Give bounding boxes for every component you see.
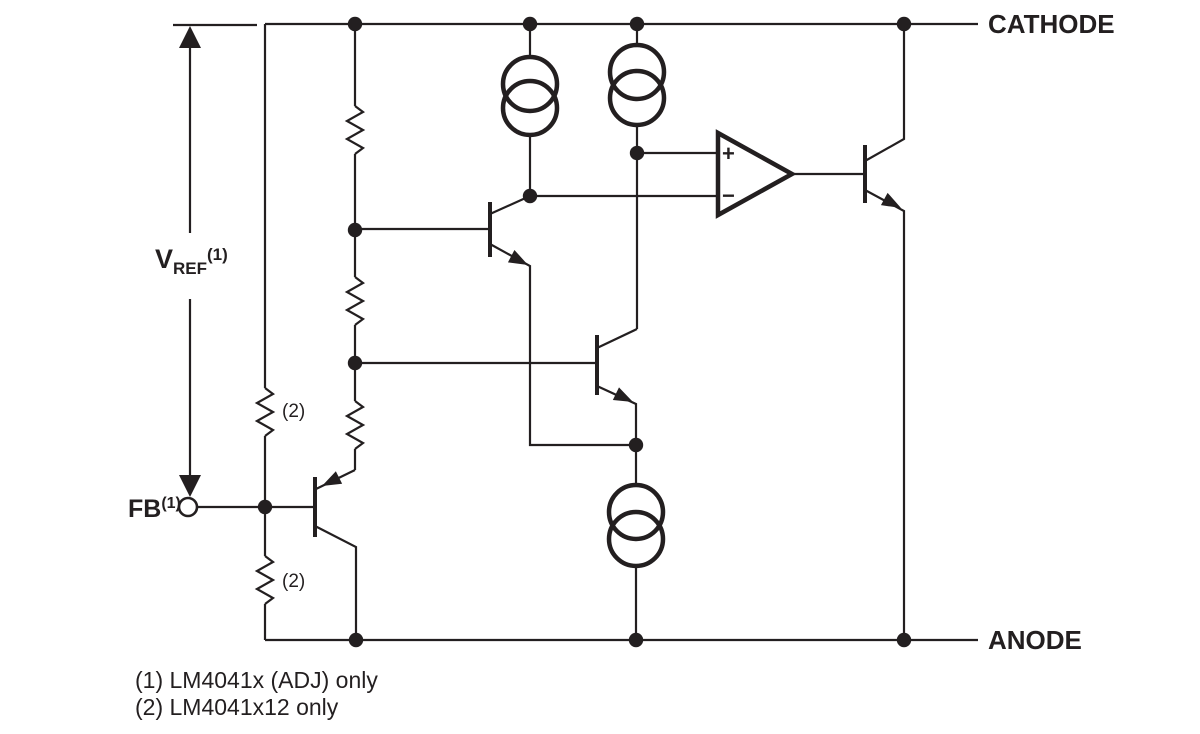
vref-annotation: VREF(1) — [155, 23, 257, 497]
footnotes: (1) LM4041x (ADJ) only (2) LM4041x12 onl… — [135, 667, 378, 720]
anode-rail: ANODE — [265, 625, 1082, 655]
q3-emitter-arrow-icon — [322, 471, 343, 486]
fb-label: FB(1) — [128, 495, 181, 523]
resistor-upper-trim — [254, 387, 276, 437]
left-divider-branch: (2) (2) — [254, 24, 305, 640]
fb-terminal: FB(1) — [128, 495, 199, 523]
junction-dot — [522, 16, 538, 32]
opamp-triangle-icon — [715, 129, 797, 219]
vref-arrowhead-down-icon — [179, 475, 201, 497]
q2-emitter-wire — [596, 385, 638, 445]
junction-dot — [628, 437, 644, 453]
junction-dot — [347, 16, 363, 32]
junction-dot — [347, 222, 363, 238]
vref-arrowhead-up-icon — [179, 26, 201, 48]
junction-dot — [629, 145, 645, 161]
vref-subscript: REF — [173, 259, 207, 278]
current-source-3 — [606, 445, 666, 640]
cs1-circle-bottom-icon — [500, 78, 560, 138]
cathode-rail: CATHODE — [265, 9, 1115, 39]
bias-resistor-ladder — [344, 24, 366, 470]
q4-emitter-arrow-icon — [880, 192, 901, 208]
q1-emitter-arrow-icon — [507, 249, 528, 265]
cs3-circle-top-icon — [606, 482, 666, 542]
cathode-label: CATHODE — [988, 9, 1115, 39]
junction-dots — [257, 16, 912, 648]
footnote-2: (2) LM4041x12 only — [135, 694, 339, 720]
junction-dot — [348, 632, 364, 648]
resistor-lower-note: (2) — [282, 571, 305, 592]
resistor-lower-trim — [254, 555, 276, 605]
current-source-2 — [607, 24, 667, 329]
q1-emitter-wire — [489, 243, 636, 447]
opamp: + − — [530, 129, 865, 219]
vref-label: VREF(1) — [155, 244, 228, 278]
opamp-plus-sign: + — [722, 141, 735, 166]
opamp-minus-sign: − — [722, 183, 735, 208]
q2-emitter-arrow-icon — [612, 387, 633, 402]
junction-dot — [522, 188, 538, 204]
junction-dot — [629, 16, 645, 32]
q4-emitter-wire — [864, 189, 906, 640]
q4-collector-wire — [864, 24, 906, 162]
junction-dot — [257, 499, 273, 515]
fb-name: FB — [128, 495, 161, 523]
q1-collector-wire — [489, 194, 531, 216]
q3-collector-wire — [314, 525, 358, 640]
vref-superscript: (1) — [207, 245, 228, 264]
cs2-circle-top-icon — [607, 42, 667, 102]
current-source-1 — [500, 24, 560, 196]
vref-symbol: V — [155, 244, 173, 274]
transistor-q1 — [355, 194, 636, 447]
junction-dot — [347, 355, 363, 371]
junction-dot — [896, 632, 912, 648]
resistor-r3 — [344, 400, 366, 450]
q2-collector-wire — [596, 328, 638, 349]
resistor-r2 — [344, 276, 366, 326]
junction-dot — [628, 632, 644, 648]
resistor-r1 — [344, 105, 366, 155]
resistor-upper-note: (2) — [282, 401, 305, 422]
transistor-q2 — [355, 328, 638, 445]
fb-superscript: (1) — [161, 495, 181, 512]
transistor-q3 — [197, 469, 358, 640]
anode-label: ANODE — [988, 625, 1082, 655]
transistor-q4 — [863, 24, 906, 640]
junction-dot — [896, 16, 912, 32]
cs1-circle-top-icon — [500, 54, 560, 114]
footnote-1: (1) LM4041x (ADJ) only — [135, 667, 378, 693]
fb-terminal-circle — [177, 496, 199, 518]
